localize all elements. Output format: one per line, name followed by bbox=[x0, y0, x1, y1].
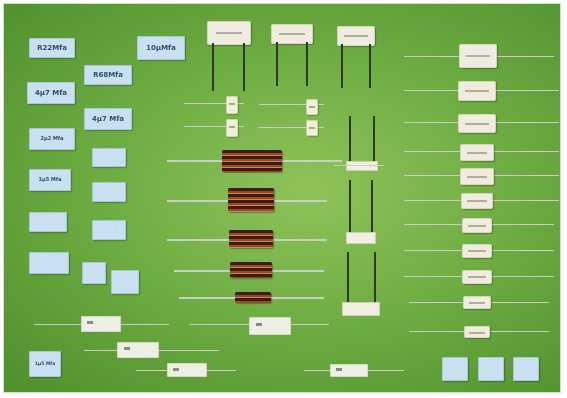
axial-film-capacitor bbox=[462, 218, 492, 233]
component-lead bbox=[184, 126, 244, 127]
capacitor-lead bbox=[374, 252, 376, 304]
capacitor-lead bbox=[212, 43, 214, 91]
capacitor-r68: R68Mfa bbox=[84, 65, 132, 85]
slim-capacitor bbox=[346, 161, 378, 171]
ceramic-capacitor bbox=[306, 120, 318, 136]
capacitor-lead bbox=[341, 44, 343, 88]
film-capacitor-vertical bbox=[207, 21, 251, 45]
component-lead bbox=[334, 165, 384, 166]
component-board-photo: R22Mfa 10µMfa R68Mfa 4µ7 Mfa 4µ7 Mfa 2µ2… bbox=[3, 3, 561, 393]
capacitor-small-i bbox=[478, 357, 504, 381]
capacitor-small-g bbox=[111, 270, 139, 294]
capacitor-lead bbox=[347, 252, 349, 304]
slim-capacitor bbox=[342, 302, 380, 316]
capacitor-4u7-b: 4µ7 Mfa bbox=[84, 108, 132, 130]
capacitor-label: 10µMfa bbox=[146, 44, 176, 52]
capacitor-small-a bbox=[92, 148, 126, 167]
axial-film-capacitor bbox=[458, 114, 496, 133]
capacitor-r22: R22Mfa bbox=[29, 38, 75, 58]
component-lead bbox=[259, 127, 324, 128]
capacitor-lead bbox=[349, 180, 351, 235]
axial-capacitor bbox=[117, 342, 159, 358]
axial-film-capacitor bbox=[460, 168, 494, 185]
capacitor-small-b bbox=[92, 182, 126, 202]
capacitor-small-e bbox=[29, 252, 69, 274]
axial-film-capacitor bbox=[459, 44, 497, 68]
capacitor-small-h bbox=[442, 357, 468, 381]
capacitor-label: 4µ7 Mfa bbox=[34, 89, 68, 97]
film-capacitor-vertical bbox=[271, 24, 313, 44]
capacitor-lead bbox=[276, 42, 278, 86]
capacitor-label: 1µ5 Mfa bbox=[34, 361, 56, 367]
capacitor-10u: 10µMfa bbox=[137, 36, 185, 60]
ceramic-capacitor bbox=[226, 119, 238, 137]
component-lead bbox=[184, 103, 244, 104]
capacitor-small-c bbox=[29, 212, 67, 232]
capacitor-lead bbox=[373, 116, 375, 164]
capacitor-4u7-a: 4µ7 Mfa bbox=[27, 82, 75, 104]
capacitor-label: 4µ7 Mfa bbox=[91, 115, 125, 123]
capacitor-lead bbox=[349, 116, 351, 164]
axial-capacitor-brown bbox=[228, 188, 274, 212]
axial-capacitor bbox=[249, 317, 291, 335]
axial-film-capacitor bbox=[462, 244, 492, 258]
capacitor-small-d bbox=[92, 220, 126, 240]
capacitor-1u5-a: 1µ5 Mfa bbox=[29, 169, 71, 191]
film-capacitor-vertical bbox=[337, 26, 375, 46]
axial-film-capacitor bbox=[458, 81, 496, 101]
axial-capacitor bbox=[81, 316, 121, 332]
capacitor-label: R22Mfa bbox=[37, 44, 67, 52]
axial-film-capacitor bbox=[461, 193, 493, 209]
capacitor-label: R68Mfa bbox=[93, 71, 123, 79]
capacitor-small-f bbox=[82, 262, 106, 284]
axial-film-capacitor bbox=[462, 270, 492, 284]
capacitor-label: 2µ2 Mfa bbox=[40, 136, 64, 142]
axial-capacitor-brown bbox=[222, 150, 282, 172]
axial-capacitor-brown bbox=[230, 262, 272, 278]
axial-capacitor bbox=[330, 364, 368, 377]
axial-capacitor-brown bbox=[235, 292, 271, 303]
capacitor-small-j bbox=[513, 357, 539, 381]
axial-capacitor bbox=[167, 363, 207, 377]
capacitor-2u2: 2µ2 Mfa bbox=[29, 128, 75, 150]
capacitor-lead bbox=[243, 43, 245, 91]
axial-film-capacitor bbox=[464, 326, 490, 338]
axial-film-capacitor bbox=[463, 296, 491, 309]
component-lead bbox=[259, 104, 324, 105]
ceramic-capacitor bbox=[306, 99, 318, 115]
capacitor-lead bbox=[306, 42, 308, 86]
capacitor-lead bbox=[371, 180, 373, 235]
capacitor-1u5-b: 1µ5 Mfa bbox=[29, 351, 61, 377]
slim-capacitor bbox=[346, 232, 376, 244]
capacitor-label: 1µ5 Mfa bbox=[38, 177, 62, 183]
axial-film-capacitor bbox=[460, 144, 494, 161]
axial-capacitor-brown bbox=[229, 230, 273, 248]
capacitor-lead bbox=[369, 44, 371, 88]
ceramic-capacitor bbox=[226, 96, 238, 114]
